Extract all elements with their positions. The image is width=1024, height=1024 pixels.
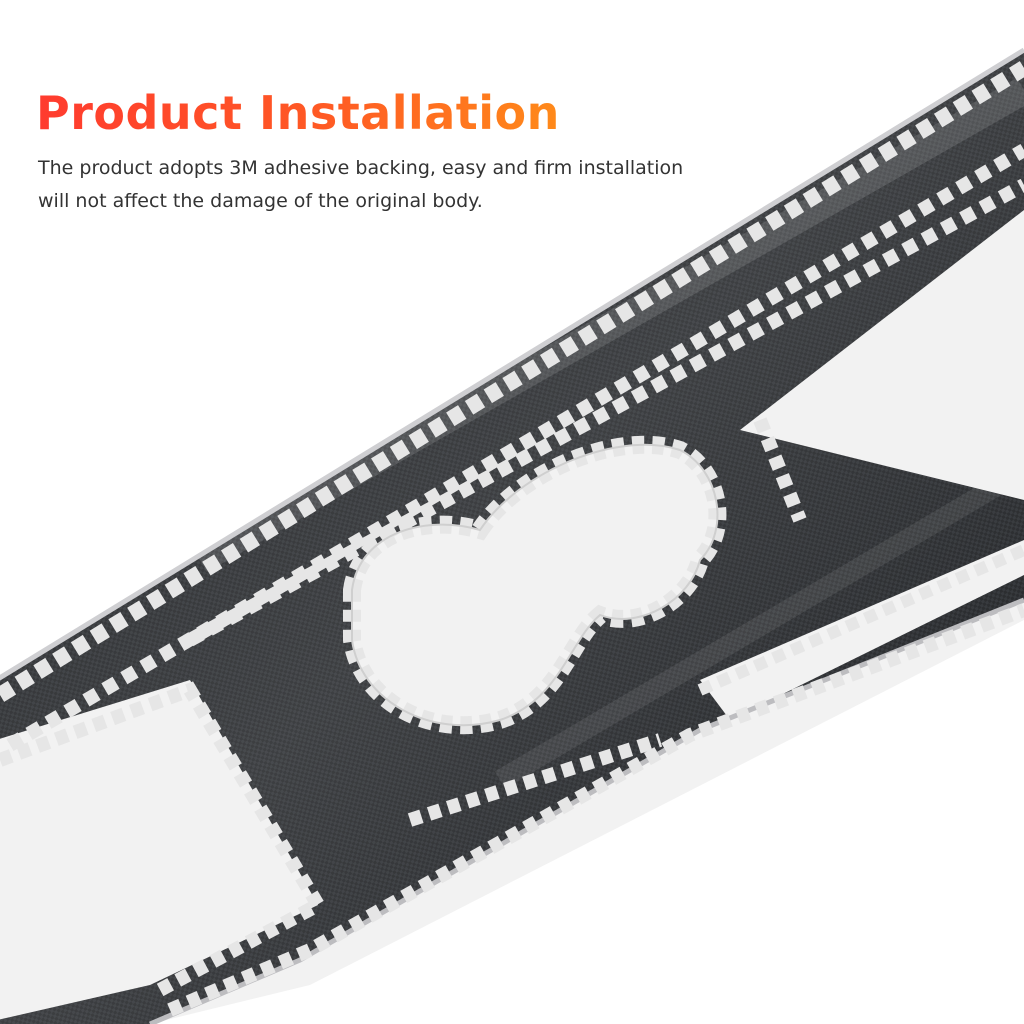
cup-holder-opening	[351, 443, 719, 727]
page-title: Product Installation	[36, 86, 560, 140]
description-line-2: will not affect the damage of the origin…	[38, 190, 483, 212]
description-line-1: The product adopts 3M adhesive backing, …	[38, 157, 684, 179]
description: The product adopts 3M adhesive backing, …	[38, 152, 738, 218]
